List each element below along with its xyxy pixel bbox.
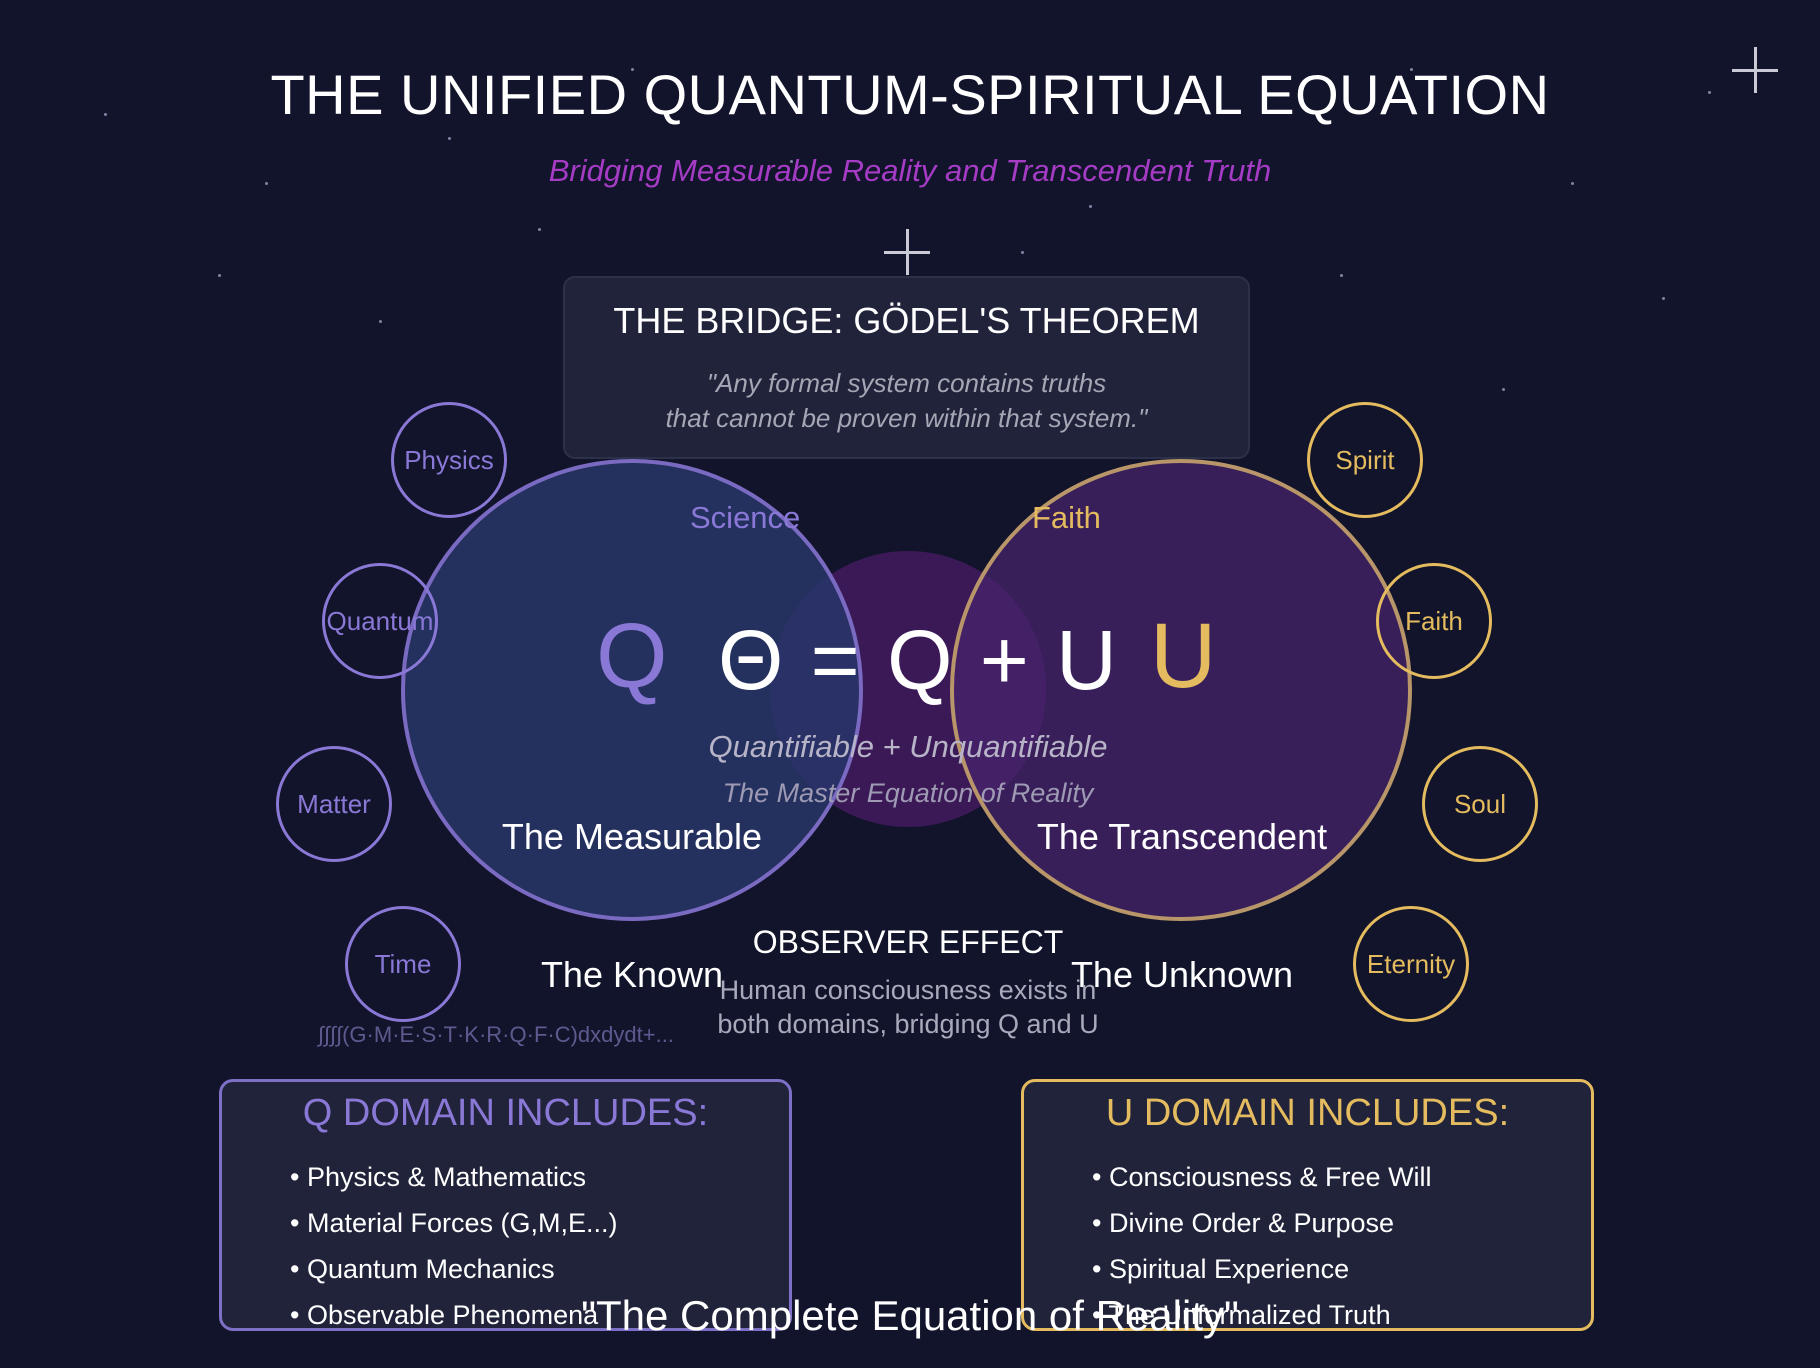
integral-formula: ∫∫∫∫(G·M·E·S·T·K·R·Q·F·C)dxdydt+... — [318, 1022, 674, 1047]
star — [538, 228, 541, 231]
page-subtitle: Bridging Measurable Reality and Transcen… — [548, 153, 1272, 188]
observer-text: Human consciousness exists in both domai… — [608, 973, 1208, 1041]
u-description-line-1: The Transcendent — [1036, 816, 1328, 857]
equation-subtitle: Quantifiable + Unquantifiable — [708, 729, 1108, 764]
star — [1021, 251, 1024, 254]
star — [1089, 205, 1092, 208]
sparkle-plus-icon — [884, 229, 930, 275]
q-satellite-time: Time — [345, 906, 461, 1022]
u-domain-circle — [950, 459, 1412, 921]
u-symbol: U — [1150, 605, 1217, 707]
bridge-quote: "Any formal system contains truths that … — [565, 366, 1248, 436]
u-domain-box: U DOMAIN INCLUDES: • Consciousness & Fre… — [1021, 1079, 1594, 1331]
observer-title: OBSERVER EFFECT — [752, 924, 1064, 960]
u-domain-box-title: U DOMAIN INCLUDES: — [1105, 1092, 1510, 1134]
u-satellite-spirit: Spirit — [1307, 402, 1423, 518]
star — [1410, 68, 1413, 71]
page-title: THE UNIFIED QUANTUM-SPIRITUAL EQUATION — [270, 63, 1550, 126]
star — [379, 320, 382, 323]
observer-text-line-1: Human consciousness exists in — [719, 975, 1097, 1005]
u-satellite-soul: Soul — [1422, 746, 1538, 862]
q-description-line-2: The Known — [540, 954, 724, 995]
star — [218, 274, 221, 277]
q-domain-box-title: Q DOMAIN INCLUDES: — [302, 1092, 709, 1134]
q-symbol: Q — [596, 605, 668, 707]
q-description: The Measurable The Known — [482, 722, 782, 1090]
u-domain-list: • Consciousness & Free Will • Divine Ord… — [1092, 1154, 1432, 1338]
u-description: The Transcendent The Unknown — [1032, 722, 1332, 1090]
list-item: • Divine Order & Purpose — [1092, 1208, 1395, 1238]
bridge-panel: THE BRIDGE: GÖDEL'S THEOREM "Any formal … — [563, 276, 1250, 459]
list-item: • Observable Phenomena — [290, 1300, 599, 1330]
u-description-line-2: The Unknown — [1070, 954, 1294, 995]
science-label: Science — [690, 500, 801, 535]
q-satellite-physics: Physics — [391, 402, 507, 518]
list-item: • Physics & Mathematics — [290, 1162, 587, 1192]
bridge-quote-line-2: that cannot be proven within that system… — [665, 403, 1148, 433]
list-item: • Quantum Mechanics — [290, 1254, 555, 1284]
list-item: • Consciousness & Free Will — [1092, 1162, 1432, 1192]
list-item: • Material Forces (G,M,E...) — [290, 1208, 618, 1238]
q-domain-list: • Physics & Mathematics • Material Force… — [290, 1154, 618, 1338]
list-item: • The Unformalized Truth — [1092, 1300, 1391, 1330]
star — [265, 182, 268, 185]
star — [104, 113, 107, 116]
q-satellite-quantum: Quantum — [322, 563, 438, 679]
bridge-title: THE BRIDGE: GÖDEL'S THEOREM — [613, 300, 1200, 341]
q-description-line-1: The Measurable — [501, 816, 763, 857]
equation-caption: The Master Equation of Reality — [722, 778, 1094, 808]
q-domain-box: Q DOMAIN INCLUDES: • Physics & Mathemati… — [219, 1079, 792, 1331]
q-domain-circle — [401, 459, 863, 921]
star — [1571, 182, 1574, 185]
star — [631, 68, 634, 71]
observer-text-line-2: both domains, bridging Q and U — [717, 1009, 1099, 1039]
sparkle-plus-icon — [1732, 47, 1778, 93]
star — [1502, 388, 1505, 391]
star — [1708, 91, 1711, 94]
star — [790, 160, 793, 163]
star — [1662, 297, 1665, 300]
q-satellite-matter: Matter — [276, 746, 392, 862]
list-item: • Spiritual Experience — [1092, 1254, 1350, 1284]
footer-caption: "The Complete Equation of Reality" — [581, 1292, 1239, 1339]
faith-label: Faith — [1032, 500, 1101, 535]
u-satellite-faith: Faith — [1376, 563, 1492, 679]
star — [448, 137, 451, 140]
master-equation: Θ = Q + U — [718, 613, 1119, 707]
bridge-quote-line-1: "Any formal system contains truths — [706, 368, 1107, 398]
star — [1340, 274, 1343, 277]
u-satellite-eternity: Eternity — [1353, 906, 1469, 1022]
